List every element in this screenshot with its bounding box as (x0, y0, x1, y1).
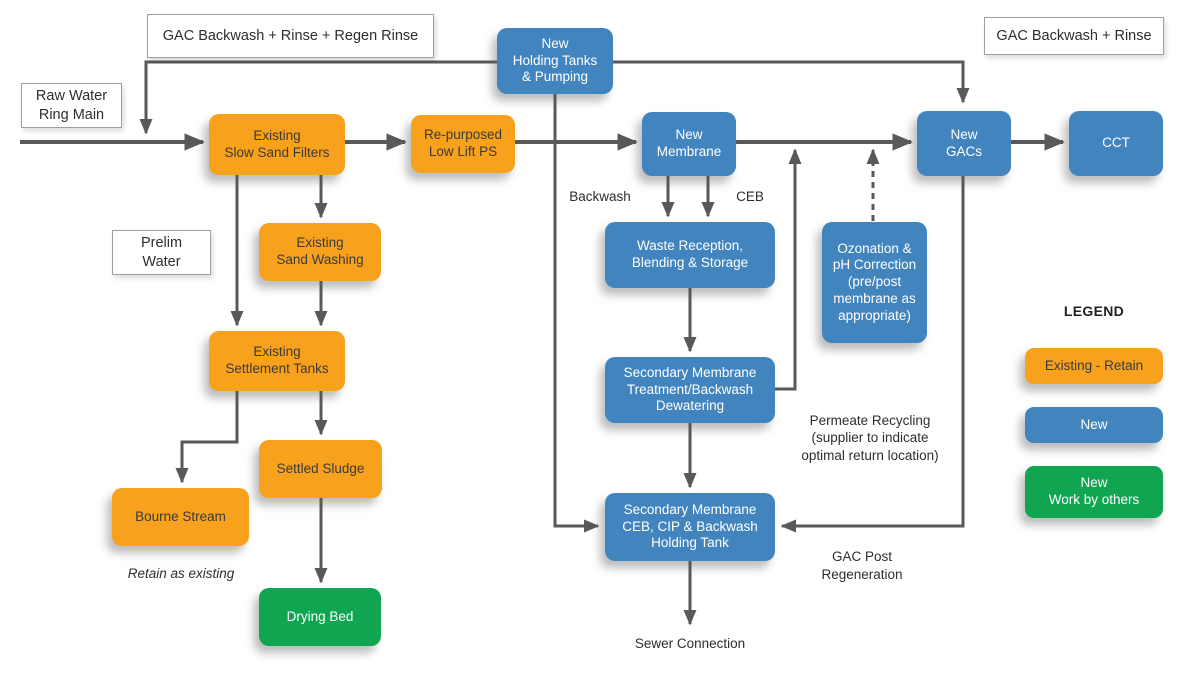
node-secondary-membrane-treatment: Secondary Membrane Treatment/Backwash De… (605, 357, 775, 423)
legend-title: LEGEND (1063, 303, 1125, 319)
arrow-settlement-tanks-to-bourne-stream (175, 391, 239, 484)
node-existing-slow-sand-filters: Existing Slow Sand Filters (209, 114, 345, 175)
node-repurposed-low-lift-ps: Re-purposed Low Lift PS (411, 115, 515, 173)
arrow-gac-backwash-rinse-to-new-gacs (613, 60, 970, 104)
legend-item-new-work-by-others: New Work by others (1025, 466, 1163, 518)
arrow-new-gacs-to-secondary-ceb (780, 176, 965, 533)
annotation-sewer-connection: Sewer Connection (634, 636, 746, 652)
annotation-gac-post-regeneration: GAC Post Regeneration (821, 549, 903, 582)
legend-item-new: New (1025, 407, 1163, 443)
arrow-holding-tanks-to-secondary-ceb (553, 94, 600, 533)
label-box-raw-water-ring-main: Raw Water Ring Main (21, 83, 122, 128)
node-secondary-membrane-ceb-holding-tank: Secondary Membrane CEB, CIP & Backwash H… (605, 493, 775, 561)
node-existing-sand-washing: Existing Sand Washing (259, 223, 381, 281)
node-waste-reception-blending-storage: Waste Reception, Blending & Storage (605, 222, 775, 288)
annotation-backwash: Backwash (569, 189, 631, 205)
node-existing-settlement-tanks: Existing Settlement Tanks (209, 331, 345, 391)
node-new-gacs: New GACs (917, 111, 1011, 176)
label-box-gac-backwash-rinse: GAC Backwash + Rinse (984, 17, 1164, 55)
label-box-gac-backwash-regen: GAC Backwash + Rinse + Regen Rinse (147, 14, 434, 58)
annotation-retain-as-existing: Retain as existing (127, 566, 235, 582)
annotation-ceb: CEB (736, 189, 764, 205)
arrow-permeate-recycling-return (775, 148, 802, 391)
legend-item-existing-retain: Existing - Retain (1025, 348, 1163, 384)
node-cct: CCT (1069, 111, 1163, 176)
node-ozonation-ph-correction: Ozonation & pH Correction (pre/post memb… (822, 222, 927, 343)
node-bourne-stream: Bourne Stream (112, 488, 249, 546)
node-drying-bed: Drying Bed (259, 588, 381, 646)
arrow-gac-backwash-regen-return (139, 60, 497, 135)
node-settled-sludge: Settled Sludge (259, 440, 382, 498)
annotation-permeate-recycling: Permeate Recycling (supplier to indicate… (801, 412, 939, 463)
node-new-holding-tanks-pumping: New Holding Tanks & Pumping (497, 28, 613, 94)
label-box-prelim-water: Prelim Water (112, 230, 211, 275)
node-new-membrane: New Membrane (642, 112, 736, 176)
